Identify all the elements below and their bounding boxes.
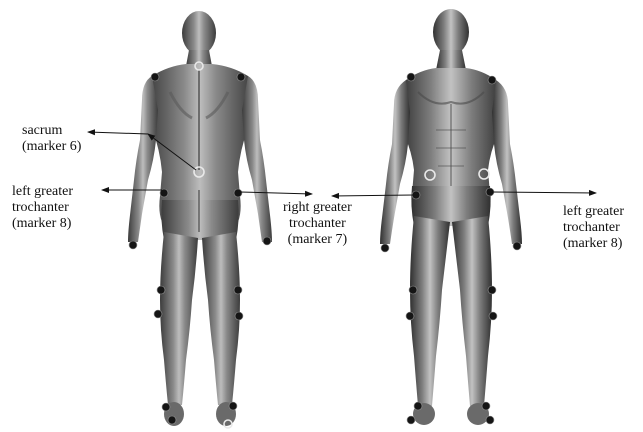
back-marker-shoulder-left bbox=[151, 73, 159, 81]
label-back-left-trochanter-line1: left greater bbox=[12, 184, 73, 200]
back-marker-ankle-right bbox=[229, 402, 237, 410]
front-marker-knee-right bbox=[489, 312, 497, 320]
back-marker-shoulder-right bbox=[237, 73, 245, 81]
front-marker-toe-right bbox=[486, 416, 494, 424]
arrow-sacrum-lead bbox=[88, 132, 148, 134]
front-marker-knee-left bbox=[406, 312, 414, 320]
back-marker-ankle-left bbox=[162, 403, 170, 411]
front-leg-left bbox=[410, 216, 450, 406]
label-back-left-trochanter-line2: trochanter bbox=[12, 200, 73, 216]
label-front-right-trochanter-line2: trochanter bbox=[283, 216, 352, 232]
back-view-figure bbox=[128, 11, 272, 426]
back-neck bbox=[186, 50, 212, 66]
front-marker-shoulder-left bbox=[407, 73, 415, 81]
label-back-left-trochanter-line3: (marker 8) bbox=[12, 216, 73, 232]
back-head bbox=[182, 11, 216, 55]
front-view-figure bbox=[380, 9, 522, 425]
front-marker-toe-left bbox=[407, 416, 415, 424]
label-front-left-trochanter-line3: (marker 8) bbox=[563, 236, 624, 252]
label-front-left-trochanter-line2: trochanter bbox=[563, 220, 624, 236]
front-arm-right bbox=[492, 80, 522, 244]
back-marker-knee-left bbox=[154, 310, 162, 318]
front-marker-wrist-right bbox=[513, 242, 521, 250]
back-marker-trochanter-right bbox=[234, 189, 242, 197]
label-front-left-trochanter: left greater trochanter (marker 8) bbox=[563, 204, 624, 252]
front-marker-wrist-left bbox=[381, 244, 389, 252]
arrow-back-right-trochanter bbox=[240, 192, 312, 194]
back-marker-heel-left bbox=[168, 416, 176, 424]
back-arm-left bbox=[128, 76, 158, 242]
front-arm-left bbox=[380, 80, 410, 244]
back-leg-right bbox=[202, 232, 240, 405]
front-marker-thigh-right bbox=[488, 286, 496, 294]
back-marker-thigh-left bbox=[157, 286, 165, 294]
front-leg-right bbox=[452, 216, 492, 406]
arrow-front-right-trochanter bbox=[332, 195, 414, 196]
back-marker-wrist-right bbox=[263, 237, 271, 245]
label-front-right-trochanter-line1: right greater bbox=[283, 200, 352, 216]
front-neck bbox=[436, 50, 466, 70]
front-marker-shoulder-right bbox=[488, 76, 496, 84]
label-sacrum-line1: sacrum bbox=[22, 123, 81, 139]
front-marker-thigh-left bbox=[409, 286, 417, 294]
back-marker-thigh-right bbox=[234, 286, 242, 294]
label-sacrum: sacrum (marker 6) bbox=[22, 123, 81, 155]
back-marker-wrist-left bbox=[129, 241, 137, 249]
label-front-right-trochanter-line3: (marker 7) bbox=[283, 232, 352, 248]
back-arm-right bbox=[242, 76, 272, 242]
label-sacrum-line2: (marker 6) bbox=[22, 139, 81, 155]
label-front-left-trochanter-line1: left greater bbox=[563, 204, 624, 220]
back-leg-left bbox=[160, 232, 198, 405]
label-back-left-trochanter: left greater trochanter (marker 8) bbox=[12, 184, 73, 232]
back-marker-knee-right bbox=[235, 312, 243, 320]
front-marker-ankle-right bbox=[482, 402, 490, 410]
front-marker-ankle-left bbox=[414, 402, 422, 410]
front-head bbox=[433, 9, 469, 55]
label-front-right-trochanter: right greater trochanter (marker 7) bbox=[283, 200, 352, 248]
